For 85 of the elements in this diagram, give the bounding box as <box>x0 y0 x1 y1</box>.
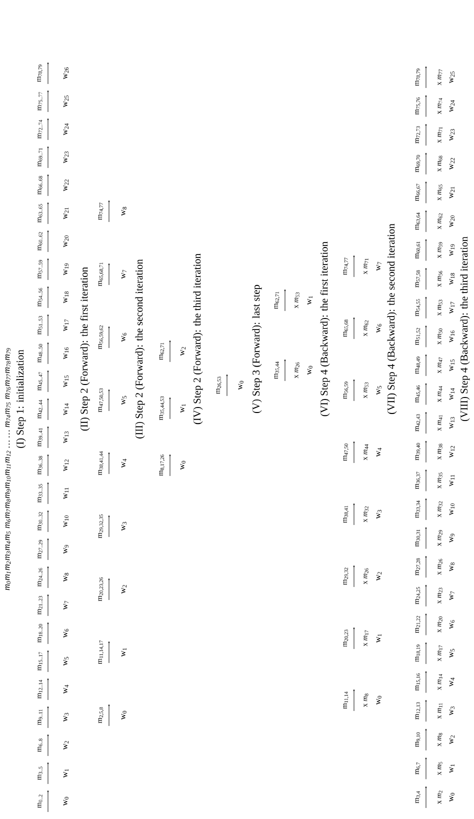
weight-label: w$_{10}$ <box>63 515 69 528</box>
weight-label: w$_{22}$ <box>449 158 455 170</box>
weight-label: w$_{0}$ <box>63 796 69 806</box>
weight-label: w$_{15}$ <box>63 375 69 388</box>
weight-label: w$_{6}$ <box>63 628 69 638</box>
weight-label: w$_{9}$ <box>449 534 455 543</box>
weight-label: w$_{11}$ <box>63 488 69 500</box>
weight-label: w$_{8}$ <box>449 562 455 572</box>
weight-label: w$_{1}$ <box>449 764 455 773</box>
weight-label: w$_{21}$ <box>63 208 69 220</box>
weight-label: w$_{0}$ <box>376 696 382 705</box>
weight-label: w$_{5}$ <box>449 648 455 658</box>
weight-label: w$_{9}$ <box>63 544 69 554</box>
step-caption: (VIII) Step 4 (Backward): the third iteration <box>460 236 470 422</box>
weight-label: w$_{20}$ <box>63 235 69 248</box>
weight-label: w$_{4}$ <box>63 684 69 694</box>
step-caption: (VI) Step 4 (Backward): the first iteration <box>320 242 330 416</box>
weight-label: w$_{23}$ <box>63 151 69 164</box>
weight-label: w$_{17}$ <box>449 302 455 314</box>
weight-label: w$_{8}$ <box>63 572 69 582</box>
weight-label: w$_{15}$ <box>449 359 455 372</box>
weight-label: w$_{26}$ <box>63 67 69 80</box>
weight-label: w$_{7}$ <box>121 270 126 279</box>
weight-label: w$_{19}$ <box>449 244 455 256</box>
sequence-formula: m$_{0}$m$_{1}$m$_{2}$m$_{3}$m$_{4}$m$_{5}$ m$_{6}$m$_{7}$m$_{8}$m$_{9}$m$_{10}$m$_{11}$m$_{12}$ … … m$_{74}$m$_{75}$ m$_{76}$m$_{77}$m$_{78}$m$_{79}$ <box>5 348 11 590</box>
weight-label: w$_{7}$ <box>376 262 382 271</box>
weight-label: w$_{0}$ <box>238 380 244 390</box>
weight-label: w$_{6}$ <box>376 324 382 333</box>
weight-label: w$_{19}$ <box>63 263 69 276</box>
weight-label: w$_{5}$ <box>63 656 69 666</box>
weight-label: w$_{2}$ <box>121 585 127 594</box>
step-caption: (V) Step 3 (Forward): last step <box>252 284 262 414</box>
step-caption: (III) Step 2 (Forward): the second iteration <box>135 259 145 438</box>
weight-label: w$_{23}$ <box>449 129 455 141</box>
weight-label: w$_{5}$ <box>376 386 382 395</box>
weight-label: w$_{1}$ <box>376 634 382 643</box>
weight-label: w$_{25}$ <box>449 71 455 84</box>
weight-label: w$_{2}$ <box>63 741 69 750</box>
weight-label: w$_{6}$ <box>121 332 127 342</box>
weight-label: w$_{0}$ <box>121 710 127 720</box>
weight-label: w$_{13}$ <box>63 431 69 444</box>
step-caption: (II) Step 2 (Forward): the first iteration <box>80 267 90 431</box>
weight-label: w$_{14}$ <box>63 403 69 416</box>
weight-label: w$_{2}$ <box>376 572 382 581</box>
weight-label: w$_{10}$ <box>449 503 455 516</box>
weight-label: w$_{6}$ <box>449 620 455 629</box>
weight-label: w$_{2}$ <box>449 735 455 744</box>
weight-label: w$_{14}$ <box>449 388 455 400</box>
weight-label: w$_{1}$ <box>63 769 69 778</box>
weight-label: w$_{11}$ <box>449 474 455 486</box>
weight-label: w$_{3}$ <box>121 522 127 531</box>
weight-label: w$_{18}$ <box>63 291 69 304</box>
weight-label: w$_{0}$ <box>180 460 186 470</box>
weight-label: w$_{25}$ <box>63 95 69 108</box>
weight-label: w$_{16}$ <box>63 347 69 360</box>
weight-label: w$_{0}$ <box>307 366 313 375</box>
weight-label: w$_{1}$ <box>180 404 186 413</box>
weight-label: w$_{17}$ <box>63 319 69 332</box>
weight-label: w$_{4}$ <box>449 678 455 687</box>
weight-label: w$_{12}$ <box>63 460 69 472</box>
weight-label: w$_{4}$ <box>121 458 127 468</box>
weight-label: w$_{3}$ <box>63 712 69 722</box>
weight-label: w$_{5}$ <box>121 396 127 405</box>
step-caption: (I) Step 1: initialization <box>16 350 26 448</box>
weight-label: w$_{12}$ <box>449 446 455 458</box>
weight-label: w$_{21}$ <box>449 186 455 198</box>
weight-label: w$_{7}$ <box>449 591 454 600</box>
step-caption: (VII) Step 4 (Backward): the second iteration <box>387 224 397 414</box>
weight-label: w$_{1}$ <box>307 296 313 305</box>
weight-label: w$_{3}$ <box>376 510 382 519</box>
weight-label: w$_{8}$ <box>121 206 127 216</box>
weight-label: w$_{2}$ <box>180 347 186 356</box>
step-caption: (IV) Step 2 (Forward): the third iteration <box>193 254 203 424</box>
weight-label: w$_{22}$ <box>63 180 69 192</box>
weight-label: w$_{24}$ <box>63 123 69 136</box>
weight-label: w$_{16}$ <box>449 330 455 342</box>
weight-label: w$_{13}$ <box>449 417 455 429</box>
weight-label: w$_{1}$ <box>121 648 127 657</box>
weight-label: w$_{7}$ <box>63 600 68 610</box>
weight-label: w$_{18}$ <box>449 273 455 285</box>
weight-label: w$_{20}$ <box>449 215 455 228</box>
weight-label: w$_{4}$ <box>376 448 382 457</box>
weight-label: w$_{24}$ <box>449 100 455 112</box>
weight-label: w$_{0}$ <box>449 792 455 802</box>
weight-label: w$_{3}$ <box>449 706 455 716</box>
